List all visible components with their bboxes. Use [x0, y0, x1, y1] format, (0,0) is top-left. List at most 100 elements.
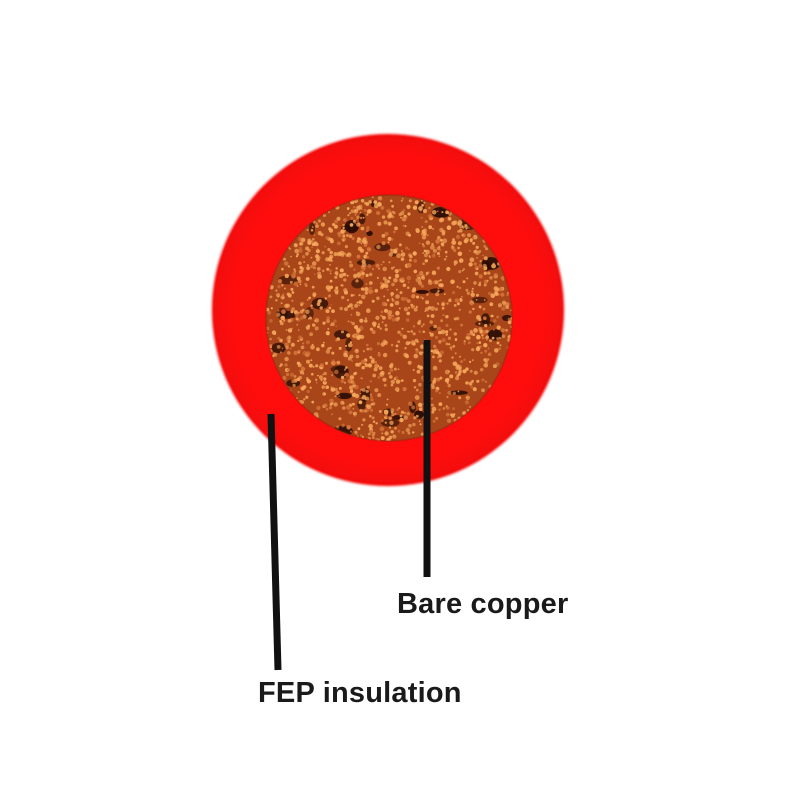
conductor-texture-strand: [314, 242, 319, 247]
conductor-texture-strand: [501, 328, 505, 333]
conductor-texture-strand: [359, 248, 364, 253]
conductor-texture-strand: [412, 251, 417, 256]
conductor-texture-strand: [410, 303, 414, 307]
conductor-texture-strand: [353, 273, 358, 279]
conductor-texture-strand: [342, 406, 346, 410]
conductor-texture-strand: [362, 418, 366, 422]
conductor-texture-strand: [321, 269, 325, 273]
conductor-texture-strand: [375, 315, 380, 320]
conductor-texture-strand: [305, 309, 310, 315]
conductor-texture-strand: [391, 314, 394, 317]
conductor-texture-strand: [428, 255, 431, 257]
conductor-texture-strand: [304, 282, 307, 286]
conductor-texture-strand: [425, 271, 429, 275]
conductor-texture-strand: [348, 342, 353, 348]
conductor-texture-strand: [454, 371, 458, 374]
conductor-texture-strand: [329, 285, 333, 289]
conductor-texture-strand: [312, 241, 315, 244]
conductor-texture-dark: [356, 259, 376, 266]
conductor-texture-strand: [360, 242, 363, 245]
conductor-texture-strand: [299, 241, 304, 246]
conductor-texture-strand: [314, 326, 319, 331]
conductor-texture-strand: [298, 261, 302, 265]
conductor-texture-dark: [357, 398, 367, 410]
conductor-texture-strand: [354, 415, 356, 417]
conductor-texture-strand: [322, 392, 326, 396]
conductor-texture-strand: [421, 276, 425, 280]
conductor-texture-strand: [421, 204, 424, 207]
conductor-texture-strand: [482, 307, 486, 311]
conductor-texture-strand: [439, 283, 444, 288]
conductor-texture-strand: [439, 350, 444, 355]
conductor-texture-strand: [453, 304, 457, 307]
conductor-texture-strand: [306, 378, 310, 382]
conductor-texture-strand: [365, 389, 369, 393]
conductor-texture-strand: [289, 347, 292, 350]
conductor-texture-strand: [484, 380, 488, 383]
conductor-texture-strand: [302, 342, 305, 345]
conductor-texture-strand: [430, 306, 435, 311]
conductor-texture-strand: [325, 285, 331, 290]
conductor-texture-strand: [336, 425, 340, 429]
conductor-texture-strand: [398, 407, 401, 410]
conductor-texture-strand: [472, 307, 475, 311]
conductor-texture-strand: [364, 317, 368, 320]
conductor-texture-strand: [463, 340, 466, 343]
conductor-texture-strand: [483, 299, 486, 301]
conductor-texture-strand: [489, 276, 493, 280]
conductor-texture-strand: [269, 343, 273, 347]
conductor-texture-strand: [418, 383, 422, 387]
conductor-texture-strand: [356, 254, 361, 259]
conductor-texture-strand: [472, 241, 476, 245]
conductor-texture-strand: [376, 276, 379, 279]
conductor-texture-strand: [280, 351, 282, 354]
conductor-texture-strand: [453, 248, 457, 253]
conductor-texture-strand: [445, 342, 449, 346]
conductor-texture-strand: [311, 261, 317, 266]
conductor-texture-strand: [342, 219, 345, 222]
conductor-texture-strand: [475, 250, 480, 256]
conductor-texture-strand: [372, 420, 376, 423]
conductor-texture-strand: [283, 319, 286, 322]
conductor-texture-strand: [393, 230, 396, 234]
conductor-texture-strand: [356, 240, 360, 243]
conductor-texture-strand: [311, 400, 315, 404]
conductor-texture-strand: [333, 319, 337, 323]
conductor-texture-strand: [368, 437, 372, 440]
conductor-texture-strand: [349, 212, 351, 215]
conductor-texture-strand: [506, 293, 510, 296]
conductor-texture-strand: [404, 353, 409, 358]
conductor-texture-strand: [505, 328, 508, 332]
conductor-texture-strand: [386, 398, 389, 401]
conductor-texture-strand: [380, 436, 385, 441]
conductor-texture-strand: [296, 276, 301, 281]
conductor-texture-dark: [308, 222, 316, 235]
conductor-texture-strand: [481, 378, 485, 382]
conductor-texture-strand: [378, 410, 382, 413]
conductor-texture-strand: [360, 226, 365, 231]
conductor-texture-strand: [340, 284, 343, 287]
conductor-texture-strand: [479, 306, 482, 309]
conductor-texture-strand: [311, 246, 314, 249]
conductor-texture-strand: [271, 330, 277, 335]
conductor-texture-strand: [271, 354, 275, 358]
conductor-texture-strand: [384, 324, 388, 327]
conductor-texture-strand: [380, 282, 383, 285]
conductor-texture-strand: [366, 385, 370, 389]
conductor-texture-strand: [346, 298, 350, 302]
conductor-texture-strand: [292, 383, 296, 388]
conductor-texture-strand: [380, 206, 385, 210]
conductor-texture-strand: [482, 254, 484, 257]
conductor-texture-strand: [366, 308, 371, 314]
conductor-texture-strand: [362, 237, 368, 242]
conductor-texture-strand: [407, 360, 412, 365]
conductor-texture-strand: [366, 247, 372, 252]
conductor-texture-strand: [441, 230, 446, 234]
conductor-texture-strand: [452, 391, 456, 395]
conductor-texture-strand: [462, 411, 467, 416]
conductor-texture-strand: [422, 330, 426, 334]
conductor-texture-strand: [333, 224, 338, 229]
conductor-texture-strand: [445, 255, 448, 258]
conductor-texture-strand: [483, 363, 489, 368]
